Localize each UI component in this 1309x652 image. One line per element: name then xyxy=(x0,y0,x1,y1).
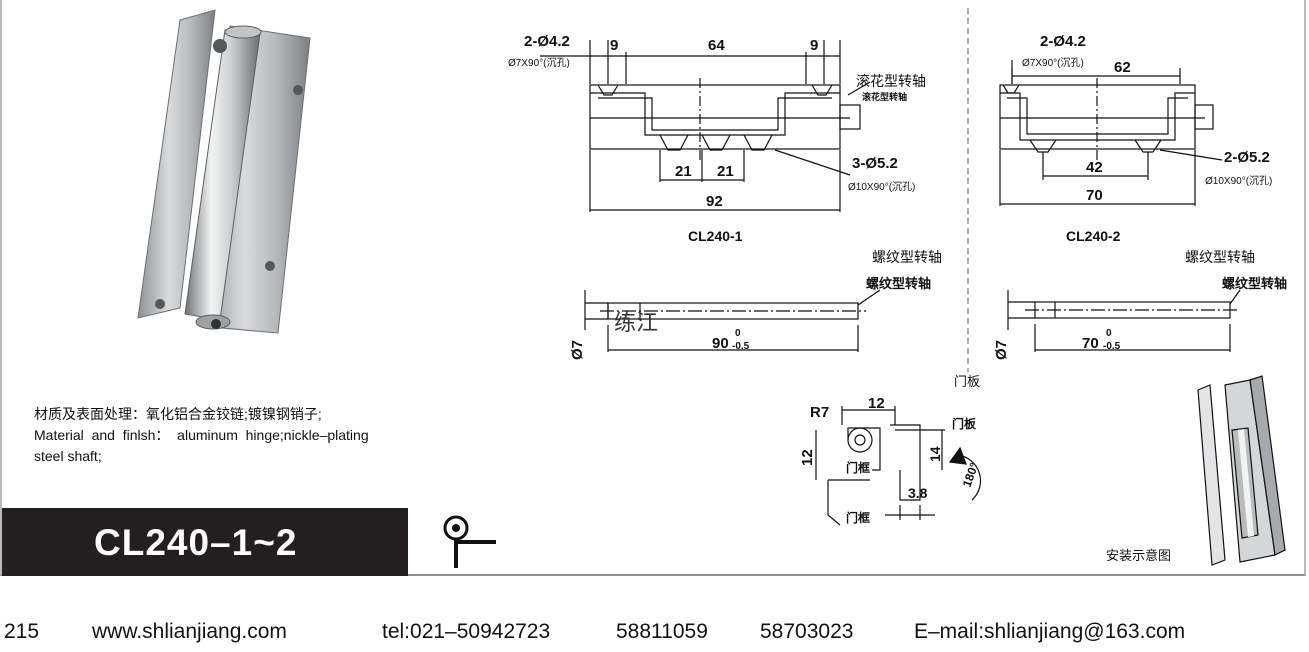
cl240-1-body xyxy=(589,84,841,150)
d1-model: CL240-1 xyxy=(688,228,743,244)
d1-holes: 2-Ø4.2 xyxy=(524,33,570,50)
hinge-symbol-icon xyxy=(443,515,496,568)
d1-dim-left: 9 xyxy=(610,37,618,54)
material-en-line2: steel shaft; xyxy=(34,448,102,464)
website-link[interactable]: www.shlianjiang.com xyxy=(92,620,287,643)
d2-overall: 70 xyxy=(1086,187,1103,204)
install-door-frame-2: 门框 xyxy=(846,510,870,525)
d2-holes: 2-Ø4.2 xyxy=(1040,33,1086,50)
page-number: 215 xyxy=(4,620,40,643)
d1-sink: Ø7X90°(沉孔) xyxy=(508,56,570,69)
d1-watermark: 练江 xyxy=(614,311,658,336)
footer-contact: 215 www.shlianjiang.com tel:021–50942723… xyxy=(0,620,1309,650)
d1-shaft-len: 90 xyxy=(712,335,729,352)
d1-shaft2-title: 螺纹型转轴 xyxy=(872,249,942,265)
model-title: CL240–1~2 xyxy=(94,522,298,563)
d1-dim-mid: 64 xyxy=(708,37,725,54)
telephone: tel:021–50942723 xyxy=(382,620,551,643)
d1-tol-lower: -0.5 xyxy=(732,341,750,352)
d1-holes-bottom: 3-Ø5.2 xyxy=(852,155,898,172)
d2-shaft-dia: Ø7 xyxy=(993,340,1010,360)
install-door-panel-top: 门板 xyxy=(954,374,980,389)
material-en-line1: Material and finlsh： aluminum hinge;nick… xyxy=(34,427,369,443)
d2-dim-inner: 42 xyxy=(1086,159,1103,176)
d2-sink: Ø7X90°(沉孔) xyxy=(1022,56,1084,69)
hinge-photo xyxy=(137,9,311,334)
d1-sink-bottom: Ø10X90°(沉孔) xyxy=(848,180,915,193)
email-link[interactable]: E–mail:shlianjiang@163.com xyxy=(914,620,1186,643)
d2-tol-lower: -0.5 xyxy=(1103,341,1121,352)
d2-shaft-len: 70 xyxy=(1082,335,1099,352)
install-d12-top: 12 xyxy=(868,395,885,412)
d2-tol-upper: 0 xyxy=(1106,328,1112,339)
d2-sink-bottom: Ø10X90°(沉孔) xyxy=(1205,174,1272,187)
d1-overall: 92 xyxy=(706,193,723,210)
d1-dim-bot-left: 21 xyxy=(675,163,692,180)
d2-model: CL240-2 xyxy=(1066,228,1121,244)
material-cn: 材质及表面处理：氧化铝合金铰链;镀镍钢销子; xyxy=(34,406,322,422)
install-angle: 180° xyxy=(960,461,982,489)
d1-dim-right: 9 xyxy=(810,37,818,54)
d1-shaft-type-small: 滚花型转轴 xyxy=(862,91,907,102)
d2-shaft2-label: 螺纹型转轴 xyxy=(1222,276,1287,291)
install-d12-side: 12 xyxy=(799,449,816,466)
telephone-2: 58811059 xyxy=(616,620,708,643)
d1-shaft-dia: Ø7 xyxy=(569,340,586,360)
install-door-frame-1: 门框 xyxy=(846,460,870,475)
material-spec: 材质及表面处理：氧化铝合金铰链;镀镍钢销子; Material and finl… xyxy=(34,404,454,467)
install-r7: R7 xyxy=(810,404,829,421)
install-d14: 14 xyxy=(927,446,943,462)
d2-shaft2-title: 螺纹型转轴 xyxy=(1185,249,1255,265)
d1-shaft-type: 滚花型转轴 xyxy=(856,73,926,89)
d1-dim-bot-right: 21 xyxy=(717,163,734,180)
install-caption: 安装示意图 xyxy=(1106,548,1171,563)
d1-tol-upper: 0 xyxy=(735,328,741,339)
model-band: CL240–1~2 xyxy=(2,508,408,576)
install-d38: 3.8 xyxy=(908,485,928,501)
install-door-panel: 门板 xyxy=(952,416,977,431)
catalog-frame xyxy=(0,0,1306,576)
d2-dim-top: 62 xyxy=(1114,59,1131,76)
d1-shaft2-label: 螺纹型转轴 xyxy=(866,276,931,291)
d2-holes-bottom: 2-Ø5.2 xyxy=(1224,149,1270,166)
telephone-3: 58703023 xyxy=(760,620,854,643)
technical-drawings: 2-Ø4.2 Ø7X90°(沉孔) 9 64 9 滚花型转轴 滚花型转轴 21 … xyxy=(508,8,1287,566)
